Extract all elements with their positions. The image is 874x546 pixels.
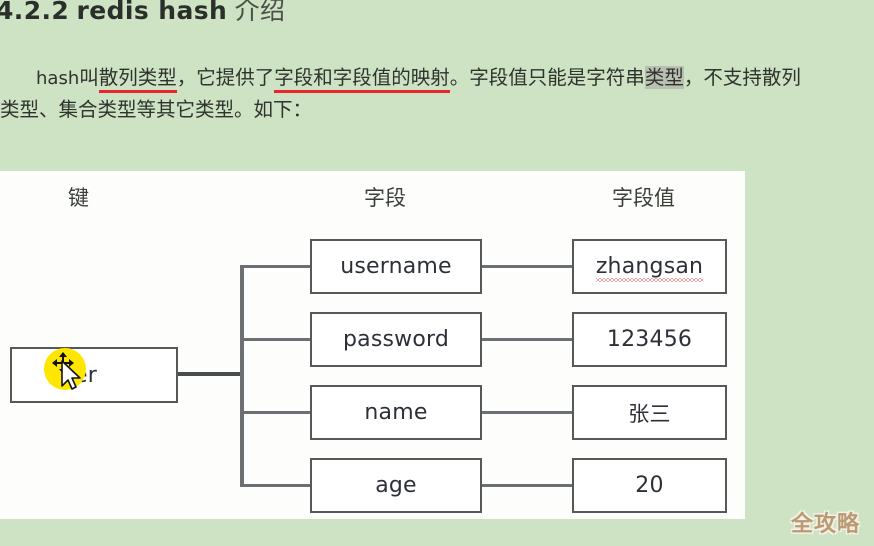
value-box-zhangsan-cjk[interactable]: 张三 xyxy=(572,385,727,440)
page-title-latin: redis hash xyxy=(76,0,228,25)
underlined-term-field-mapping: 字段和字段值的映射 xyxy=(274,66,450,93)
field-label: username xyxy=(340,254,452,279)
connector-vertical-trunk xyxy=(240,265,244,487)
paragraph-text-c: 。字段值只能是字符串 xyxy=(449,66,645,89)
value-label: 123456 xyxy=(606,327,693,352)
connector-password-to-123456 xyxy=(481,338,573,341)
connector-age-to-20 xyxy=(481,484,573,487)
paragraph-text-a: 叫 xyxy=(79,66,99,89)
field-label: password xyxy=(342,327,450,352)
column-header-key: 键 xyxy=(68,186,89,210)
page-title-number: 4.2.2 xyxy=(0,0,70,25)
value-label: zhangsan xyxy=(595,254,704,282)
field-label: name xyxy=(364,400,428,425)
field-box-name[interactable]: name xyxy=(310,385,482,440)
value-label: 张三 xyxy=(628,401,671,426)
key-node-label: User xyxy=(46,362,97,388)
field-box-password[interactable]: password xyxy=(310,312,482,367)
column-header-field: 字段 xyxy=(364,186,406,210)
value-box-123456[interactable]: 123456 xyxy=(572,312,727,367)
value-box-zhangsan[interactable]: zhangsan xyxy=(572,239,727,294)
connector-branch-username xyxy=(242,265,312,268)
column-header-value: 字段值 xyxy=(612,186,675,210)
value-label: 20 xyxy=(635,473,664,498)
body-paragraph-line-2: 类型、集合类型等其它类型。如下： xyxy=(0,98,313,121)
paragraph-text-b: ，它提供了 xyxy=(176,66,275,89)
page-title-cjk: 介绍 xyxy=(234,0,286,25)
paragraph-text-d: ，不支持散列 xyxy=(683,66,801,89)
connector-name-to-zhangsan-cjk xyxy=(481,411,573,414)
value-box-20[interactable]: 20 xyxy=(572,458,727,513)
connector-username-to-zhangsan xyxy=(481,265,573,268)
key-node-user[interactable]: User xyxy=(10,347,178,403)
field-label: age xyxy=(375,473,417,498)
document-page: 4.2.2 redis hash 介绍 hash叫散列类型，它提供了字段和字段值… xyxy=(0,0,874,170)
page-title: 4.2.2 redis hash 介绍 xyxy=(0,0,285,27)
connector-key-to-trunk xyxy=(178,372,244,376)
connector-branch-name xyxy=(242,411,312,414)
underlined-term-hash-type: 散列类型 xyxy=(98,66,177,93)
highlighted-term-type: 类型 xyxy=(644,66,684,89)
connector-branch-age xyxy=(242,484,312,487)
field-box-age[interactable]: age xyxy=(310,458,482,513)
watermark: 全攻略 xyxy=(790,511,860,537)
term-hash: hash xyxy=(36,68,80,89)
field-box-username[interactable]: username xyxy=(310,239,482,294)
body-paragraph-line-1: hash叫散列类型，它提供了字段和字段值的映射。字段值只能是字符串类型，不支持散… xyxy=(0,62,874,95)
connector-branch-password xyxy=(242,338,312,341)
